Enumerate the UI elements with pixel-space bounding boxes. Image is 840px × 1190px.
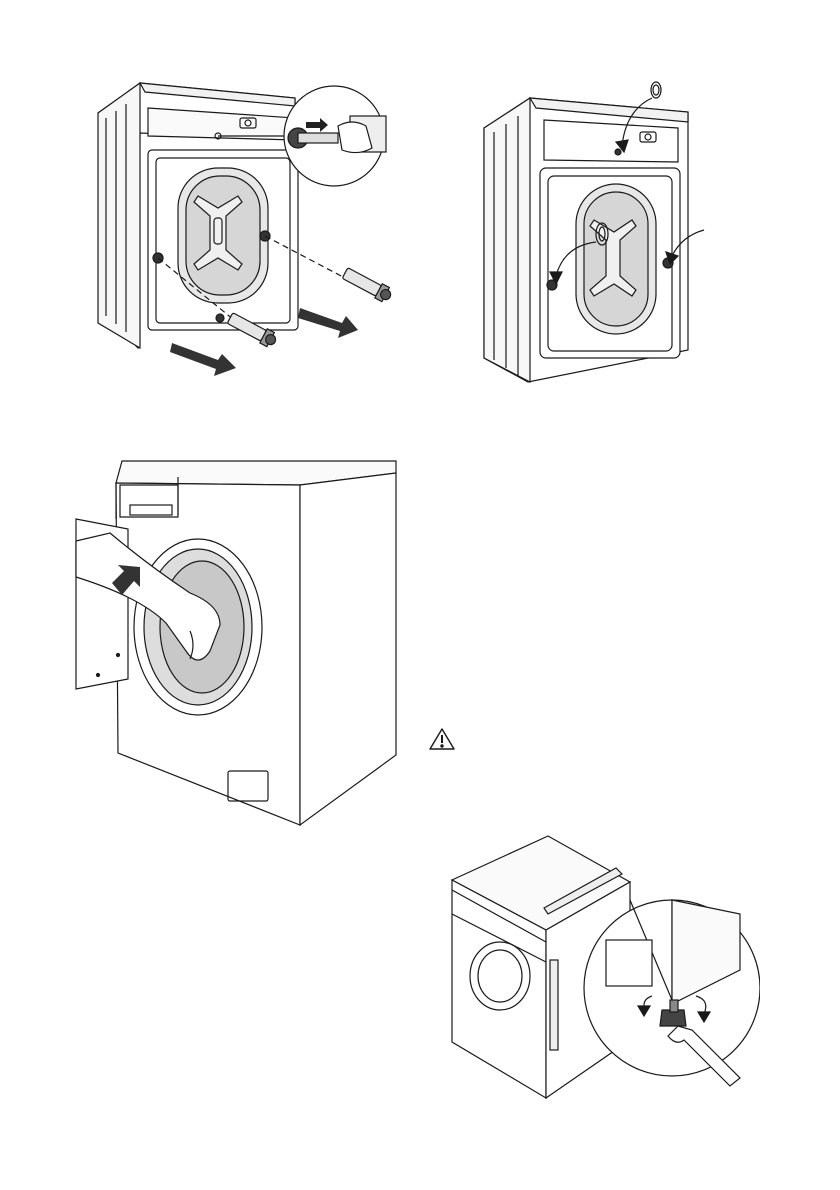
rear-caps-illustration — [478, 80, 708, 390]
warning-triangle-icon — [428, 727, 456, 756]
level-adjust-illustration — [440, 830, 760, 1105]
rear-bolts-illustration — [90, 78, 410, 388]
hand-in-drum-illustration — [70, 455, 400, 830]
